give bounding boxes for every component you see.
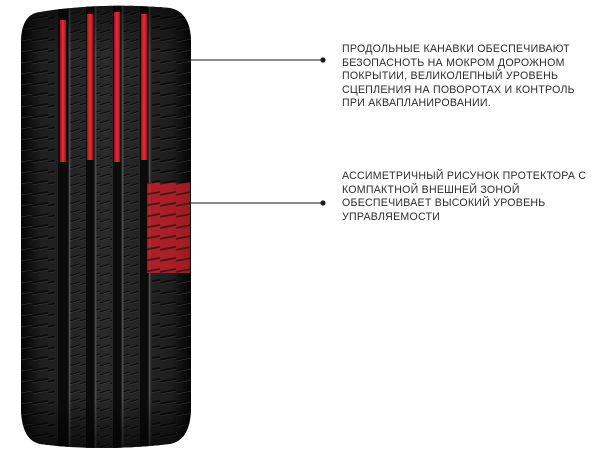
groove-highlight-2	[87, 14, 93, 160]
groove-highlight-1	[60, 20, 66, 162]
asymmetric-pattern-annotation: АССИМЕТРИЧНЫЙ РИСУНОК ПРОТЕКТОРА С КОМПА…	[342, 170, 587, 223]
grooves-annotation: ПРОДОЛЬНЫЕ КАНАВКИ ОБЕСПЕЧИВАЮТ БЕЗОПАСН…	[342, 43, 575, 109]
leader-line-outer-zone	[190, 200, 326, 206]
highlighted-outer-zone	[147, 183, 190, 273]
leader-line-grooves	[150, 57, 326, 63]
groove-highlight-3	[114, 12, 120, 162]
highlighted-grooves	[60, 12, 147, 162]
groove-highlight-4	[141, 14, 147, 160]
